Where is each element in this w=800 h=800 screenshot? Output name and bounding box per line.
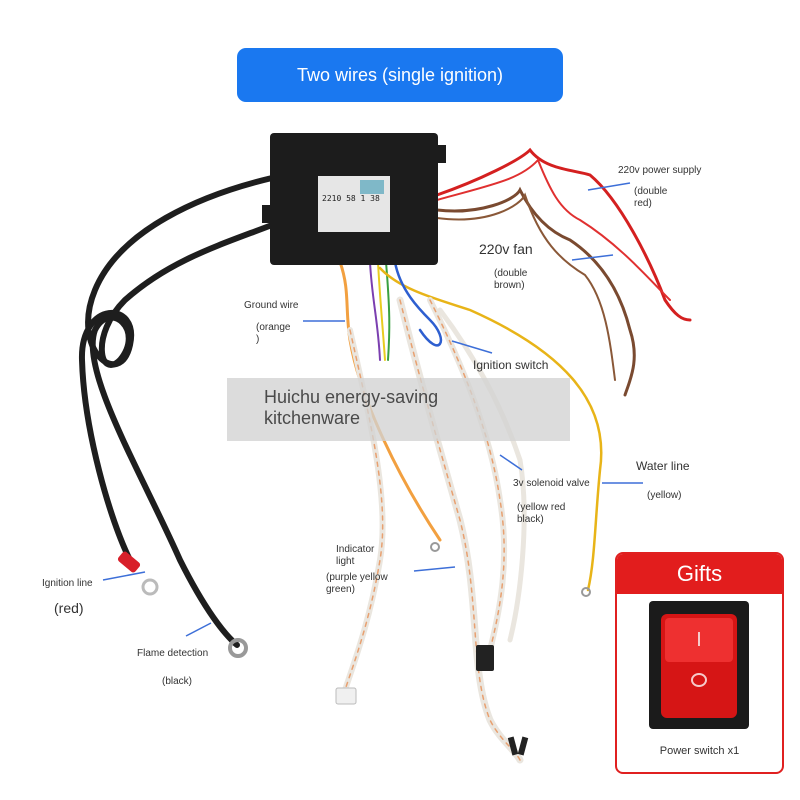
power-switch-icon [649, 601, 749, 729]
water-line-detail: (yellow) [647, 490, 682, 501]
gifts-header: Gifts [617, 554, 782, 594]
fan-label: 220v fan [479, 241, 533, 257]
ignition-line-detail: (red) [54, 600, 84, 616]
device-label-code: 2210 58 1 38 [322, 194, 380, 203]
watermark-box: Huichu energy-saving kitchenware [227, 378, 570, 441]
watermark-line-2: kitchenware [264, 408, 361, 428]
watermark-line-1: Huichu energy-saving [264, 387, 439, 407]
controller-box [262, 133, 446, 265]
ignition-line-label: Ignition line [42, 578, 93, 589]
water-line-label: Water line [636, 459, 690, 473]
gifts-box: Gifts Power switch x1 [615, 552, 784, 774]
black-cables [78, 175, 275, 648]
flame-detection-terminal [228, 638, 248, 658]
solenoid-valve-label: 3v solenoid valve [513, 478, 590, 489]
fan-detail-2: brown) [494, 280, 525, 291]
power-and-fan-wires [435, 147, 692, 397]
indicator-light-detail-1: (purple yellow [326, 572, 388, 583]
ground-wire-label: Ground wire [244, 300, 299, 311]
ground-wire-detail-1: (orange [256, 322, 291, 333]
flame-detection-label: Flame detection [137, 648, 209, 659]
flame-detection-detail: (black) [162, 676, 193, 687]
fan-detail-1: (double [494, 268, 528, 279]
indicator-light-label-2: light [336, 556, 355, 567]
ignition-switch-label: Ignition switch [473, 358, 549, 372]
title-banner: Two wires (single ignition) [237, 48, 563, 102]
wire-connectors [335, 542, 591, 756]
ignition-line-terminal [117, 551, 159, 596]
power-supply-detail-1: (double [634, 186, 668, 197]
indicator-light-detail-2: green) [326, 584, 355, 595]
solenoid-valve-detail-1: (yellow red [517, 502, 566, 513]
ground-wire-detail-2: ) [256, 334, 260, 345]
power-supply-detail-2: red) [634, 198, 652, 209]
power-supply-label: 220v power supply [618, 165, 702, 176]
indicator-light-label-1: Indicator [336, 544, 375, 555]
gift-item-label: Power switch x1 [659, 745, 740, 757]
leader-lines [102, 182, 643, 637]
solenoid-valve-detail-2: black) [517, 514, 544, 525]
